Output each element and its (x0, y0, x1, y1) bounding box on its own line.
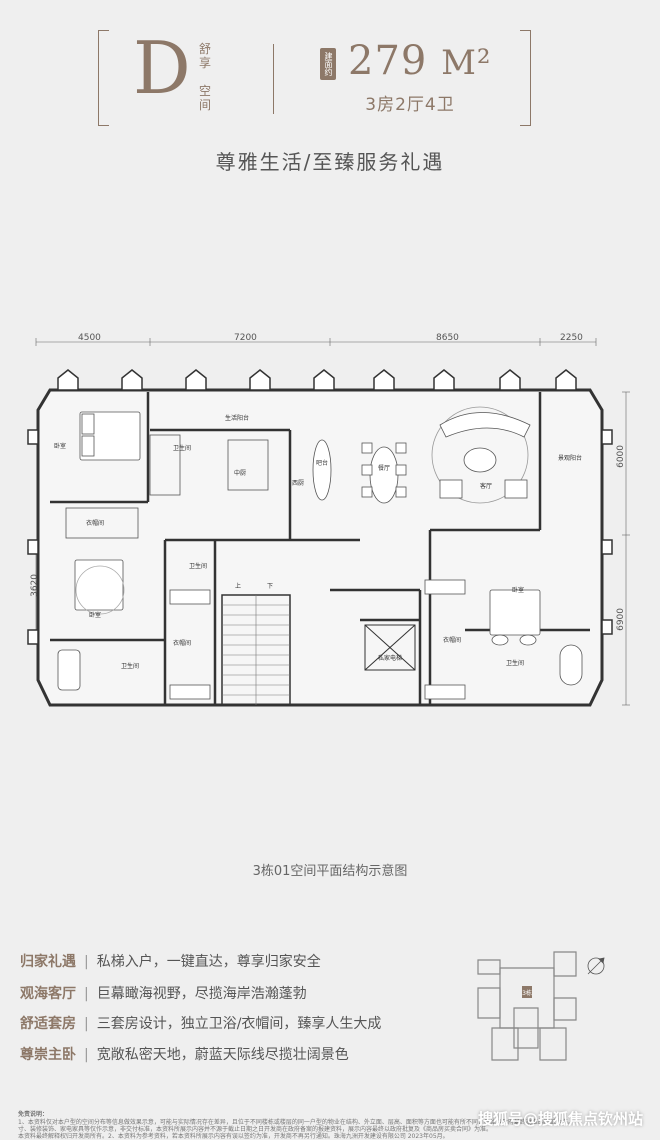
unit-tag-2: 空间 (198, 84, 211, 112)
label-closet-2: 衣帽间 (173, 639, 191, 647)
dim-top-3: 8650 (436, 333, 459, 343)
label-kitchen-west: 西厨 (292, 480, 304, 487)
label-dining: 餐厅 (378, 464, 390, 472)
unit-letter: D (133, 26, 191, 110)
disclaimer: 免责说明： 1、本资料仅对本户型的空间分布等信息做效果示意，可能与实际情况存在差… (0, 1107, 660, 1140)
key-plan: 3栋 (477, 951, 605, 1061)
area-value: 279 M² (348, 38, 492, 84)
header-bracket-right (520, 30, 531, 126)
disclaimer-line-2: 寸、装修装饰、家电家具等仅作示意，非交付标准，本资料所展示内容并不源于截止日期之… (18, 1126, 493, 1133)
feature-2: 观海客厅|巨幕瞰海视野，尽揽海岸浩瀚蓬勃 (20, 986, 307, 1002)
feature-4: 尊崇主卧|宽敞私密天地，蔚蓝天际线尽揽壮阔景色 (20, 1047, 349, 1063)
feature-1: 归家礼遇|私梯入户，一键直达，尊享归家安全 (20, 954, 321, 970)
rooms-summary: 3房2厅4卫 (365, 95, 455, 115)
dim-top-2: 7200 (234, 333, 257, 343)
label-balcony-view: 景观阳台 (558, 454, 582, 462)
disclaimer-title: 免责说明： (18, 1111, 49, 1118)
label-closet-3: 衣帽间 (443, 636, 461, 644)
unit-tag-1: 舒享 (198, 42, 211, 70)
label-bath-3: 卫生间 (189, 562, 207, 570)
keyplan-label: 3栋 (522, 989, 532, 997)
label-closet-1: 衣帽间 (86, 519, 104, 527)
feature-3: 舒适套房|三套房设计，独立卫浴/衣帽间，臻享人生大成 (20, 1016, 382, 1032)
label-kitchen-mid: 中厨 (234, 469, 246, 477)
header-divider (273, 44, 274, 114)
label-stair-down: 下 (267, 583, 273, 590)
label-stair-up: 上 (235, 582, 241, 590)
disclaimer-line-1: 1、本资料仅对本户型的空间分布等信息做效果示意，可能与实际情况存在差异，且位于不… (18, 1119, 574, 1126)
header-bracket-left (98, 30, 109, 126)
area-badge: 建面约 (320, 48, 336, 80)
dim-top-1: 4500 (78, 333, 101, 343)
slogan: 尊雅生活/至臻服务礼遇 (215, 150, 445, 174)
label-bath-4: 卫生间 (506, 659, 524, 667)
compass-icon (587, 957, 605, 975)
label-bar: 吧台 (316, 459, 328, 467)
watermark: 搜狐号@搜狐焦点钦州站 (478, 1110, 644, 1128)
label-bedroom-sw: 卧室 (89, 611, 101, 619)
label-bath-1: 卫生间 (121, 662, 139, 670)
label-bedroom-east: 卧室 (512, 586, 524, 594)
label-bath-2: 卫生间 (173, 444, 191, 452)
disclaimer-line-3: 本资料最终解释权归开发商所有。2、本资料为参考资料，若本资料所展示内容有误以签约… (18, 1133, 449, 1140)
label-balcony-service: 生活阳台 (225, 414, 249, 422)
plan-caption: 3栋01空间平面结构示意图 (252, 864, 408, 879)
dim-top-4: 2250 (560, 333, 583, 343)
label-living: 客厅 (480, 482, 492, 490)
label-bedroom-west: 卧室 (54, 442, 66, 450)
label-elevator: 私家电梯 (378, 654, 402, 662)
floor-plan: 卧室 衣帽间 卧室 卫生间 卫生间 生活阳台 中厨 西厨 吧台 餐厅 客厅 景观… (27, 338, 630, 707)
